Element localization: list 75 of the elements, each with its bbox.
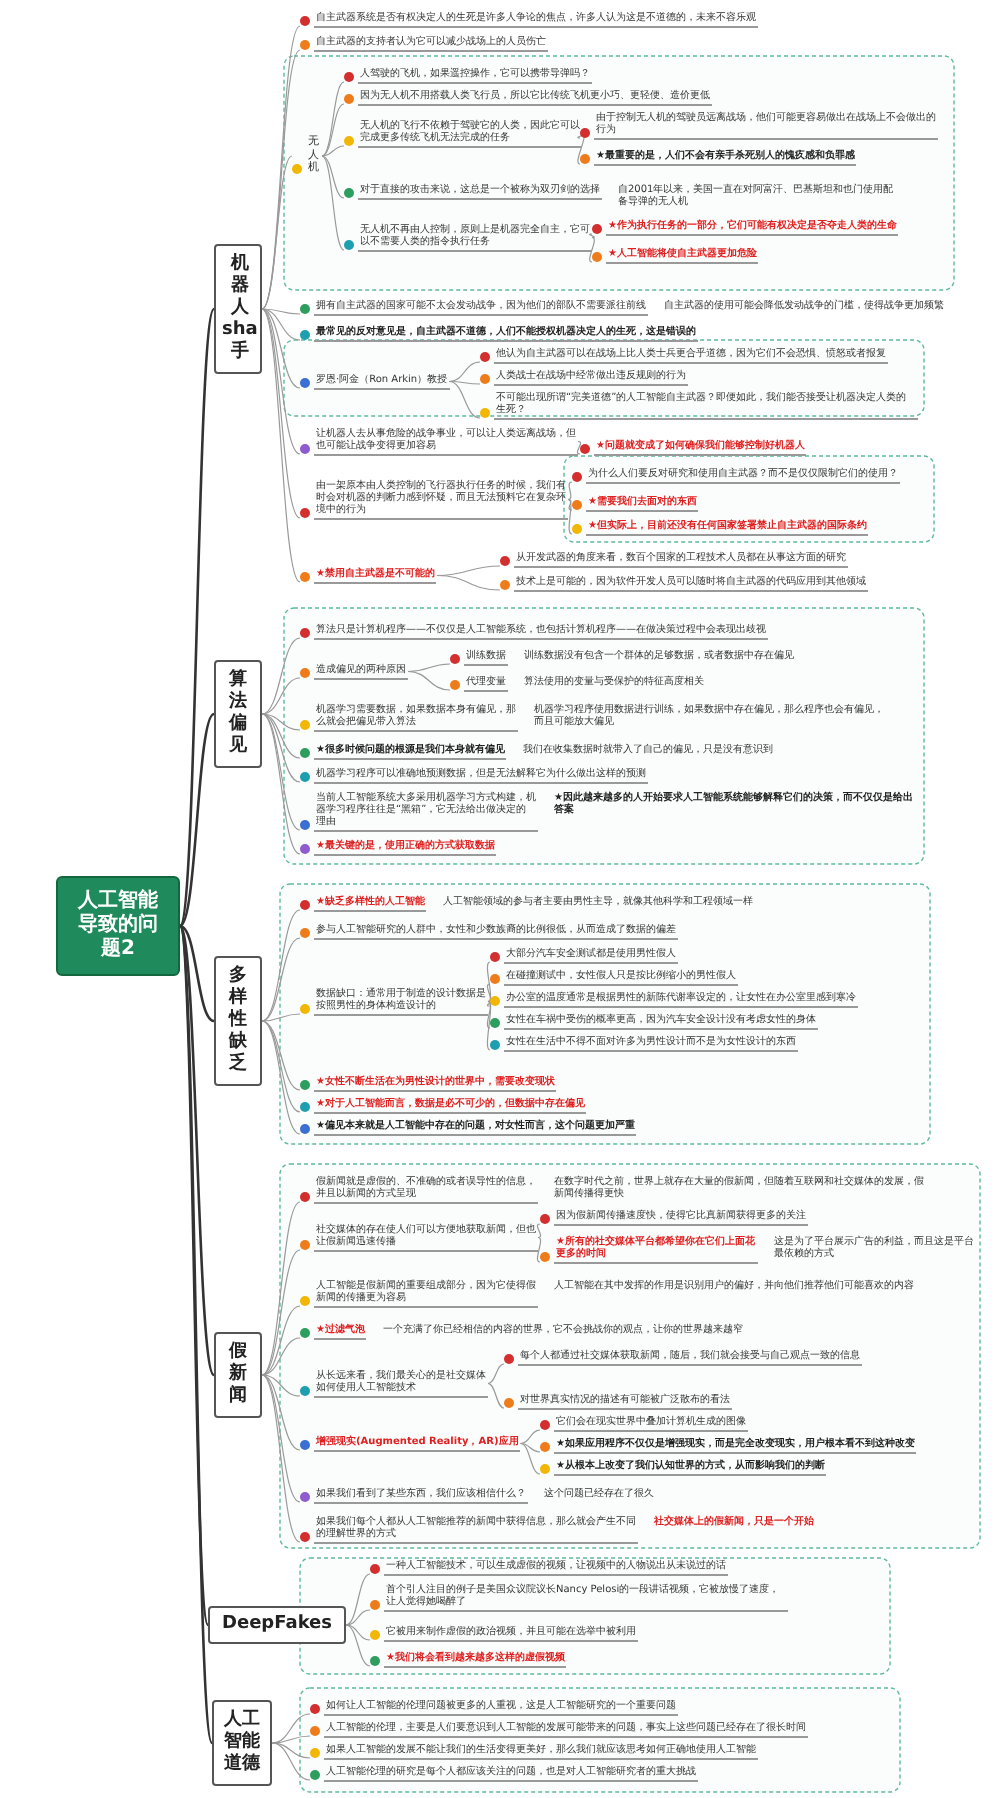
connector-line	[345, 1624, 371, 1641]
connector-line	[261, 713, 301, 831]
connector-line	[261, 1374, 301, 1451]
connector-line	[321, 145, 345, 157]
connector-line	[271, 1713, 311, 1744]
branch-topic-box: DeepFakes	[208, 1606, 347, 1644]
connector-line	[261, 1374, 301, 1543]
connector-line	[436, 574, 501, 591]
connector-line	[261, 637, 301, 715]
connector-line	[271, 1742, 311, 1781]
connector-line	[519, 1442, 541, 1453]
connector-line	[345, 1624, 371, 1667]
connector-line	[261, 1374, 301, 1503]
connector-line	[448, 361, 481, 383]
branch-topic-box: 算法偏见	[214, 660, 262, 768]
connector-line	[261, 713, 301, 783]
connector-line	[519, 1429, 541, 1445]
connector-line	[486, 983, 492, 1003]
connector-line	[448, 380, 481, 419]
connector-line	[321, 103, 345, 157]
connector-line	[261, 677, 301, 715]
connector-line	[486, 1000, 492, 1051]
connector-line	[261, 1013, 301, 1022]
connector-line	[178, 308, 216, 927]
connector-line	[261, 1020, 301, 1113]
connector-line	[448, 380, 481, 385]
connector-line	[261, 308, 301, 341]
connector-line	[261, 308, 301, 389]
connector-line	[407, 663, 451, 673]
central-topic-box: 人工智能导致的问题2	[56, 876, 180, 976]
connector-line	[178, 925, 216, 1376]
connector-line	[261, 1201, 301, 1376]
connector-line	[567, 498, 573, 535]
connector-line	[261, 155, 293, 310]
connector-line	[178, 925, 214, 1744]
connector-line	[261, 308, 301, 455]
connector-line	[261, 713, 301, 759]
connector-line	[519, 1442, 541, 1475]
branch-topic-box: 假新闻	[214, 1332, 262, 1418]
connector-line	[407, 670, 451, 691]
connector-line	[321, 81, 345, 157]
connector-line	[261, 1337, 301, 1376]
connector-line	[321, 155, 345, 199]
connector-line	[179, 713, 215, 927]
connector-line	[271, 1742, 311, 1759]
connector-line	[261, 937, 301, 1022]
connector-line	[567, 481, 573, 501]
connector-line	[261, 909, 301, 1022]
connector-line	[345, 1609, 371, 1626]
connector-line	[261, 308, 301, 583]
connector-line	[261, 1249, 301, 1376]
connector-line	[536, 1223, 542, 1239]
branch-topic-box: 多样性缺乏	[214, 956, 262, 1086]
connector-line	[261, 713, 301, 731]
connector-line	[261, 1374, 301, 1397]
connector-line	[261, 308, 301, 519]
branch-topic-box: 人工智能道德	[212, 1700, 272, 1786]
connector-line	[487, 1382, 505, 1409]
connector-line	[567, 498, 573, 511]
connector-line	[486, 1000, 492, 1007]
connector-line	[271, 1735, 311, 1744]
connector-line	[345, 1573, 371, 1626]
connector-line	[487, 1363, 505, 1385]
connector-line	[321, 155, 345, 251]
branch-topic-box: 机器人sha手	[214, 244, 262, 374]
connector-line	[261, 713, 301, 855]
connector-line	[589, 233, 595, 239]
connector-line	[261, 1020, 301, 1135]
connector-line	[261, 1305, 301, 1376]
connector-line	[486, 961, 492, 1003]
connector-line	[179, 924, 215, 1023]
connector-line	[576, 440, 582, 455]
connector-line	[589, 236, 595, 263]
connector-line	[577, 132, 585, 165]
connector-line	[536, 1236, 542, 1263]
